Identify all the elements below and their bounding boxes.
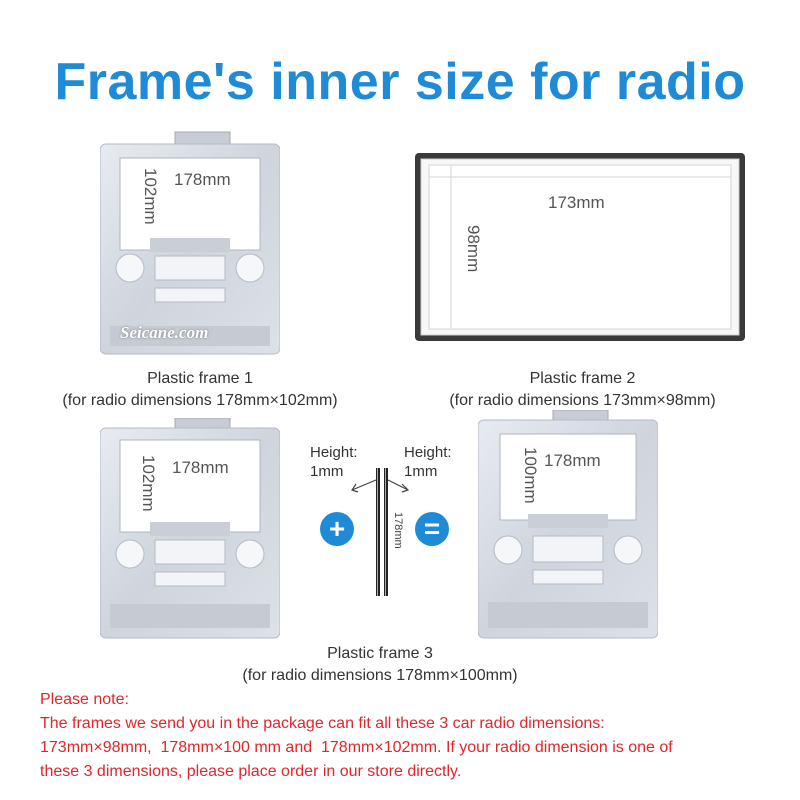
watermark: Seicane.com [120, 323, 209, 342]
spacer-length-label: 178mm [392, 512, 404, 549]
frame-1-caption-dimensions: (for radio dimensions 178mm×102mm) [62, 392, 338, 409]
spacer-right-height-value: 1mm [404, 463, 438, 480]
frame-3-left-illustration [99, 417, 281, 639]
frame-1-width-label: 178mm [174, 170, 231, 189]
frame-2-caption-dimensions: (for radio dimensions 173mm×98mm) [449, 392, 716, 409]
note-line-2: 173mm×98mm, 178mm×100 mm and 178mm×102mm… [40, 739, 673, 756]
frame-1-height-label: 102mm [141, 168, 160, 225]
frame-3-right-illustration [477, 409, 659, 639]
spacer-strips [351, 468, 410, 596]
page-title: Frame's inner size for radio [54, 53, 746, 111]
spacer-right-height-title: Height: [404, 444, 452, 461]
frame-3-caption-dimensions: (for radio dimensions 178mm×100mm) [242, 667, 518, 684]
frame-2-height-label: 98mm [464, 225, 483, 273]
plus-circle-icon: + [320, 512, 354, 546]
note-heading: Please note: [40, 691, 129, 708]
frame-2 [415, 153, 745, 343]
note-line-1: The frames we send you in the package ca… [40, 715, 605, 732]
frame-3-left-width-label: 178mm [172, 458, 229, 477]
equals-circle-icon: = [415, 512, 449, 546]
frame-2-caption: Plastic frame 2 (for radio dimensions 17… [415, 368, 750, 412]
note-line-3: these 3 dimensions, please place order i… [40, 763, 462, 780]
note: Please note: The frames we send you in t… [40, 688, 780, 784]
frame-3-caption: Plastic frame 3 (for radio dimensions 17… [200, 643, 560, 687]
spacer-left-height-title: Height: [310, 444, 358, 461]
spacer-left-height-label: Height: 1mm [310, 443, 358, 481]
frame-2-caption-title: Plastic frame 2 [529, 370, 636, 387]
frame-3-right-width-label: 178mm [544, 451, 601, 470]
frame-3-left [99, 417, 281, 640]
frame-1-caption-title: Plastic frame 1 [147, 370, 253, 387]
arrow-icon [351, 479, 377, 493]
spacer-right-height-label: Height: 1mm [404, 443, 452, 481]
frame-1-caption: Plastic frame 1 (for radio dimensions 17… [30, 368, 370, 412]
frame-3-right [477, 409, 659, 640]
spacer-left-height-value: 1mm [310, 463, 344, 480]
frame-3-caption-title: Plastic frame 3 [327, 645, 433, 662]
frame-3-left-height-label: 102mm [139, 455, 158, 512]
frame-3-right-height-label: 100mm [521, 447, 540, 504]
frame-2-width-label: 173mm [548, 193, 605, 212]
frame-1: Seicane.com [99, 130, 281, 360]
frame-1-illustration [99, 131, 281, 355]
arrow-icon [387, 479, 410, 493]
frame-2-illustration [415, 153, 745, 341]
